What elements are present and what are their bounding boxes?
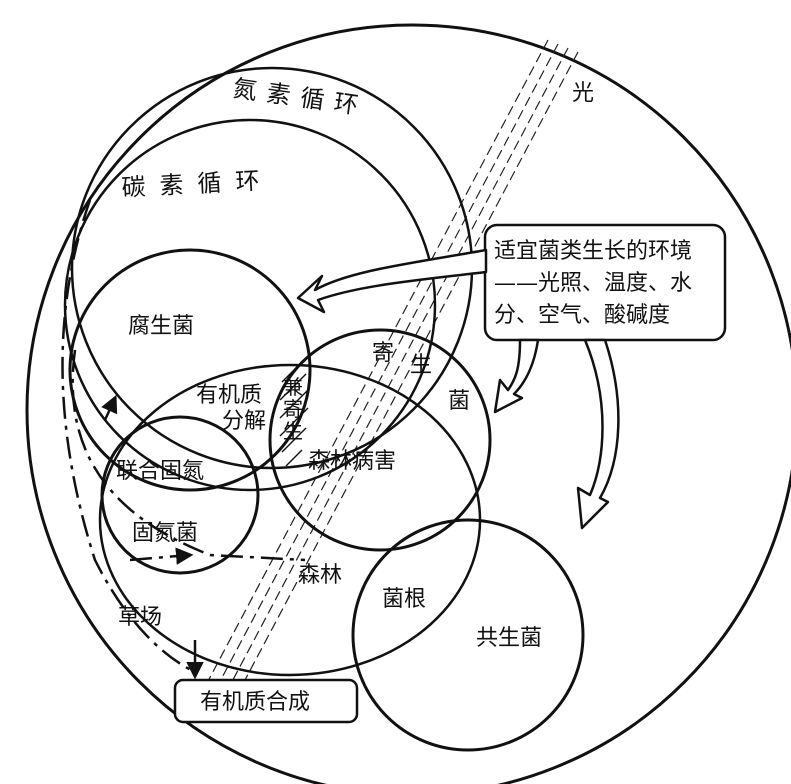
parasitic-label-3: 菌 [448,389,470,414]
callout-arrow-left [296,248,488,314]
symbiotic-label: 共生菌 [476,626,542,651]
arrow-cycle-up [101,394,118,421]
associative-fixation-label: 联合固氮 [116,459,204,484]
associative-fixation-circle [100,415,260,575]
nitrogen-fixers-label: 固氮菌 [132,521,198,546]
forest-disease-label: 森林病害 [308,449,396,474]
dashed-cycle-inner [129,547,194,565]
parasitic-circle [268,328,492,552]
environment-callout: 适宜菌类生长的环境 ——光照、温度、水 分、空气、酸碱度 [483,223,727,342]
light-label: 光 [572,81,594,106]
facultative-label-1: 兼 [283,375,303,399]
nitrogen-cycle-label: 氮素循环 [231,74,370,121]
callout-arrow-middle [493,338,540,414]
light-beam [197,39,579,713]
saprophytic-circle [68,248,312,492]
parasitic-label-1: 寄 [372,341,394,366]
dashed-cycle-left [71,349,306,562]
callout-arrow-right [576,338,620,530]
carbon-cycle-label: 碳素循环 [121,166,274,202]
facultative-overlap [279,361,309,467]
parasitic-label-2: 生 [410,353,432,378]
forest-label: 森林 [298,563,342,588]
grassland-label: 草场 [118,605,162,630]
decomposition-label-2: 分解 [222,409,266,434]
environment-text-1: 适宜菌类生长的环境 [494,239,692,264]
saprophytic-label: 腐生菌 [128,314,194,339]
environment-text-3: 分、空气、酸碱度 [494,303,670,328]
decomposition-label-1: 有机质 [196,383,262,408]
synthesis-label: 有机质合成 [200,690,310,715]
facultative-label-3: 生 [283,419,303,443]
mycorrhiza-label: 菌根 [382,587,426,612]
environment-text-2: ——光照、温度、水 [494,271,692,296]
dashed-cycle-outer [61,199,196,674]
carbon-cycle-circle [63,118,437,492]
facultative-label-2: 寄 [283,397,303,421]
synthesis-box: 有机质合成 [173,678,359,724]
outer-boundary [25,23,791,784]
symbiotic-circle [351,518,585,752]
